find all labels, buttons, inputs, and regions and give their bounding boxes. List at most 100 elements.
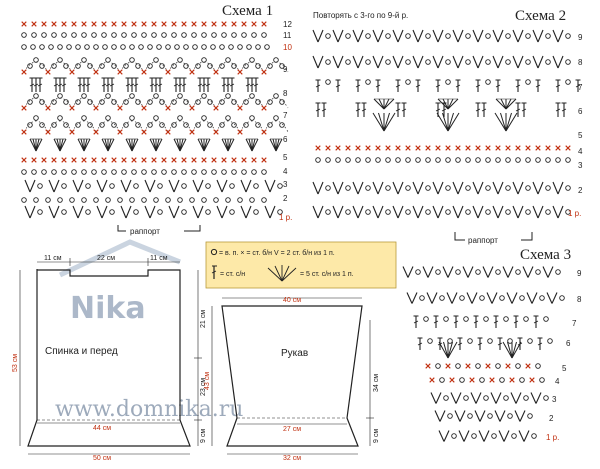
- chain-symbol: [527, 413, 533, 419]
- chain-symbol: [231, 32, 237, 38]
- chain-symbol: [261, 197, 267, 203]
- chain-symbol: [153, 197, 159, 203]
- single-crochet-symbol: [213, 129, 219, 135]
- chain-symbol: [249, 197, 255, 203]
- chain-symbol: [147, 122, 153, 128]
- v-stitch-symbol: [452, 181, 464, 195]
- scheme-1-title: Схема 1: [222, 3, 273, 19]
- v-stitch-symbol: [512, 55, 524, 69]
- single-crochet-symbol: [425, 363, 431, 369]
- chain-symbol: [255, 63, 261, 69]
- chain-symbol: [565, 59, 571, 65]
- chain-symbol: [385, 185, 391, 191]
- chain-symbol: [39, 122, 45, 128]
- dim-sleeve-top: 40 см: [283, 297, 301, 304]
- chain-symbol: [219, 122, 225, 128]
- chain-symbol: [495, 157, 501, 163]
- chain-symbol: [435, 157, 441, 163]
- chain-symbol: [63, 122, 69, 128]
- chain-symbol: [201, 44, 207, 50]
- chain-symbol: [507, 338, 513, 344]
- v-stitch-symbol: [216, 179, 228, 193]
- v-stitch-symbol: [552, 55, 564, 69]
- chain-symbol: [241, 32, 247, 38]
- chain-symbol: [503, 395, 509, 401]
- v-stitch-symbol: [144, 179, 156, 193]
- single-crochet-symbol: [161, 157, 167, 163]
- chain-symbol: [61, 169, 67, 175]
- single-crochet-symbol: [71, 157, 77, 163]
- single-crochet-symbol: [131, 21, 137, 27]
- shell-symbol: [221, 138, 235, 152]
- dim-inner-width: 44 см: [93, 425, 111, 432]
- chain-symbol: [519, 377, 525, 383]
- legend-line-3: = 5 ст. с/н из 1 п.: [300, 271, 354, 278]
- double-crochet-symbol: [433, 315, 439, 328]
- chain-symbol: [51, 32, 57, 38]
- cluster-symbol: [494, 112, 518, 132]
- row-number: 10: [283, 43, 292, 52]
- chain-symbol: [345, 33, 351, 39]
- chain-symbol: [211, 169, 217, 175]
- double-crochet-symbol: [133, 77, 139, 92]
- double-crochet-symbol: [401, 102, 407, 117]
- chain-symbol: [415, 157, 421, 163]
- v-stitch-symbol: [240, 205, 252, 219]
- v-stitch-symbol: [264, 205, 276, 219]
- double-crochet-symbol: [413, 315, 419, 328]
- chain-symbol: [141, 32, 147, 38]
- chain-symbol: [75, 122, 81, 128]
- row-number: 5: [562, 364, 567, 373]
- chain-symbol: [75, 99, 81, 105]
- chain-symbol: [177, 197, 183, 203]
- single-crochet-symbol: [465, 363, 471, 369]
- single-crochet-symbol: [161, 21, 167, 27]
- cluster-symbol: [502, 341, 522, 359]
- scheme-2: Повторять с 3-го по 9-й р. Схема 2 9 8 7…: [312, 8, 583, 245]
- double-crochet-symbol: [157, 77, 163, 92]
- v-stitch-symbol: [332, 55, 344, 69]
- v-stitch-symbol: [512, 181, 524, 195]
- chain-symbol: [195, 99, 201, 105]
- double-crochet-symbol: [575, 79, 581, 92]
- shell-icon: [267, 265, 297, 282]
- double-crochet-symbol: [375, 79, 381, 92]
- row-number: 9: [283, 65, 288, 74]
- chain-symbol: [267, 122, 273, 128]
- chain-symbol: [105, 57, 111, 63]
- chain-symbol: [93, 197, 99, 203]
- chain-symbol: [515, 269, 521, 275]
- chain-symbol: [105, 197, 111, 203]
- v-stitch-symbol: [446, 292, 458, 304]
- chain-symbol: [141, 169, 147, 175]
- double-crochet-symbol: [53, 77, 59, 92]
- chain-symbol: [483, 395, 489, 401]
- chain-symbol: [191, 32, 197, 38]
- chain-symbol: [221, 169, 227, 175]
- chain-symbol: [91, 32, 97, 38]
- chain-symbol: [211, 32, 217, 38]
- v-stitch-symbol: [406, 292, 418, 304]
- chain-symbol: [447, 413, 453, 419]
- chain-symbol: [123, 122, 129, 128]
- chain-symbol: [475, 157, 481, 163]
- chain-symbol: [39, 99, 45, 105]
- single-crochet-symbol: [151, 21, 157, 27]
- single-crochet-symbol: [221, 21, 227, 27]
- chain-symbol: [345, 185, 351, 191]
- row-number: 2: [578, 186, 583, 195]
- single-crochet-symbol: [91, 21, 97, 27]
- single-crochet-symbol: [141, 157, 147, 163]
- double-crochet-symbol: [29, 77, 35, 92]
- v-stitch-symbol: [168, 205, 180, 219]
- single-crochet-symbol: [251, 21, 257, 27]
- single-crochet-symbol: [201, 157, 207, 163]
- chain-symbol: [503, 316, 509, 322]
- chain-symbol: [255, 99, 261, 105]
- chain-symbol: [237, 44, 243, 50]
- chain-symbol: [219, 44, 225, 50]
- double-crochet-symbol: [361, 102, 367, 117]
- double-crochet-symbol: [315, 102, 321, 117]
- chain-symbol: [117, 197, 123, 203]
